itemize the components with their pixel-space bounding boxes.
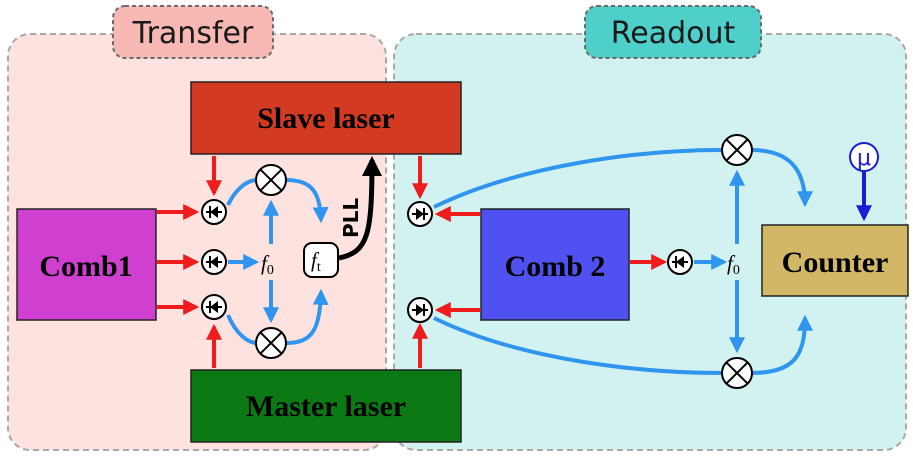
mixer-top-readout-icon: [721, 134, 753, 166]
photodiode-readout-f0-icon: [667, 249, 693, 275]
mu-reference-icon: [849, 142, 879, 172]
mixer-bottom-transfer-icon: [255, 327, 287, 359]
readout-tab: [584, 5, 762, 59]
pll-feedback-line: [338, 156, 382, 261]
f0-readout-label: f0: [727, 251, 740, 278]
photodiode-3-icon: [201, 294, 227, 320]
readout-rf-lines: [433, 148, 813, 375]
transfer-tab: [112, 5, 274, 59]
ft-box: [303, 242, 339, 278]
slave-laser-label: Slave laser: [257, 102, 394, 135]
mu-label: μ: [857, 146, 871, 171]
photodiode-2-icon: [201, 249, 227, 275]
pll-label: PLL: [339, 198, 363, 238]
comb1-to-photodiodes-arrows: [157, 156, 222, 368]
comb1-block: [16, 208, 157, 321]
counter-block: [761, 224, 909, 297]
comb1-label: Comb1: [39, 250, 132, 283]
slave-laser-block: [190, 81, 462, 155]
counter-label: Counter: [782, 246, 889, 279]
ft-label: ft: [311, 248, 321, 275]
readout-optical-arrows: [412, 156, 668, 368]
photodiode-readout-top-icon: [407, 201, 433, 227]
master-laser-label: Master laser: [246, 390, 406, 423]
comb2-block: [480, 208, 630, 321]
mixer-top-transfer-icon: [255, 164, 287, 196]
transfer-rf-lines: [226, 178, 329, 345]
photodiode-readout-bottom-icon: [407, 297, 433, 323]
comb2-label: Comb 2: [505, 250, 606, 283]
readout-title: Readout: [611, 16, 736, 51]
transfer-title: Transfer: [132, 16, 254, 51]
photodiode-1-icon: [201, 199, 227, 225]
master-laser-block: [190, 369, 462, 443]
f0-transfer-label: f0: [261, 251, 274, 278]
mixer-bottom-readout-icon: [721, 357, 753, 389]
